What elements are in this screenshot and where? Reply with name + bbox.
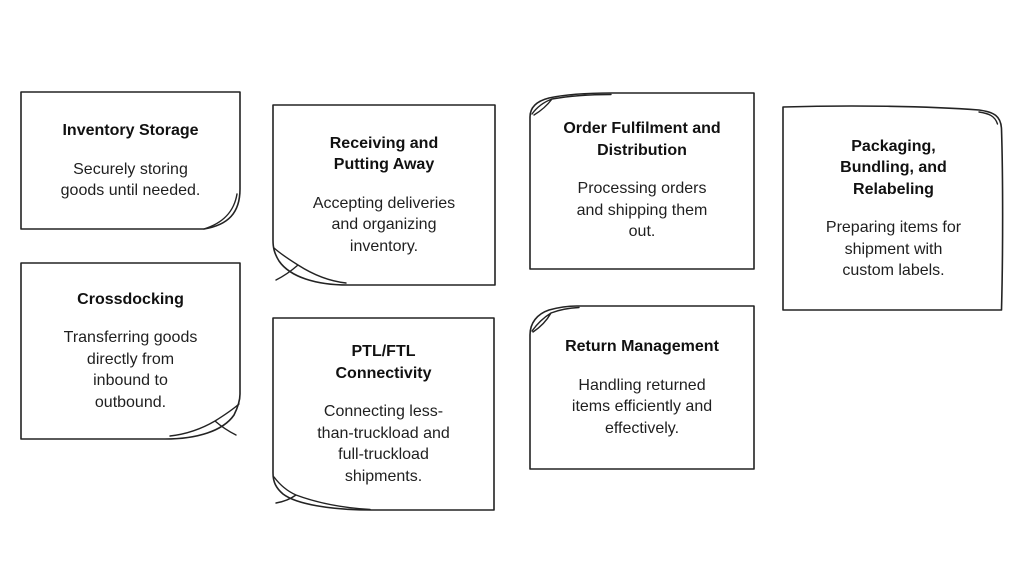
note-body: Preparing items for shipment with custom… xyxy=(825,219,962,279)
note-title: Packaging, Bundling, and Relabeling xyxy=(840,137,947,198)
note-title: Crossdocking xyxy=(77,290,184,308)
sticky-note-ptl-ftl-connectivity: PTL/FTL Connectivity Connecting less- th… xyxy=(270,315,497,513)
note-body: Securely storing goods until needed. xyxy=(60,160,201,200)
page-curl-top-left-icon xyxy=(529,92,755,270)
note-title: PTL/FTL Connectivity xyxy=(335,343,432,382)
page-curl-top-right-icon xyxy=(782,105,1004,311)
note-body: Accepting deliveries and organizing inve… xyxy=(312,194,456,255)
note-title: Receiving and Putting Away xyxy=(329,134,439,174)
sticky-note-order-fulfilment-distribution: Order Fulfilment and Distribution Proces… xyxy=(527,89,757,272)
note-body: Processing orders and shipping them out. xyxy=(576,180,708,241)
sticky-note-crossdocking: Crossdocking Transferring goods directly… xyxy=(18,260,243,442)
note-title: Inventory Storage xyxy=(62,122,199,140)
sticky-note-packaging-bundling-relabeling: Packaging, Bundling, and Relabeling Prep… xyxy=(780,104,1007,313)
sticky-note-inventory-storage: Inventory Storage Securely storing goods… xyxy=(18,89,243,233)
page-curl-bottom-left-icon xyxy=(272,104,496,286)
note-body: Transferring goods directly from inbound… xyxy=(63,329,198,411)
note-title: Return Management xyxy=(565,338,719,355)
page-curl-bottom-right-icon xyxy=(20,91,241,230)
sticky-note-return-management: Return Management Handling returned item… xyxy=(527,303,757,472)
note-body: Handling returned items efficiently and … xyxy=(571,376,713,437)
sticky-note-receiving-putting-away: Receiving and Putting Away Accepting del… xyxy=(270,102,498,288)
note-title: Order Fulfilment and Distribution xyxy=(563,120,721,159)
page-curl-top-left-icon xyxy=(529,305,755,470)
page-curl-bottom-right-icon xyxy=(20,262,241,440)
page-curl-bottom-left-icon xyxy=(272,317,495,511)
note-body: Connecting less- than-truckload and full… xyxy=(317,403,450,485)
